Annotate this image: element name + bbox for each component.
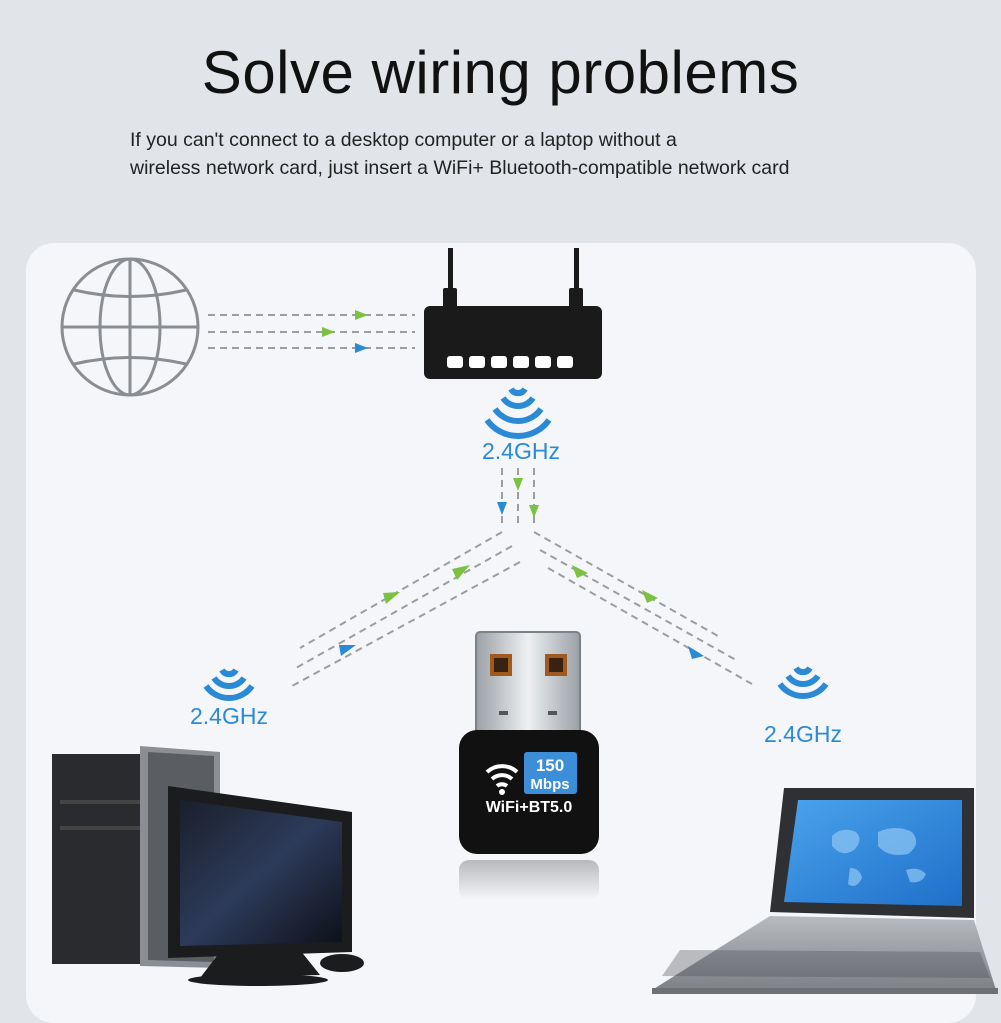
adapter-speed-value: 150	[536, 756, 564, 775]
page-subtitle: If you can't connect to a desktop comput…	[130, 126, 930, 182]
internet-link-lines	[208, 314, 415, 349]
left-band-label: 2.4GHz	[190, 703, 268, 729]
router-downlink-lines	[501, 468, 535, 528]
wifi-signal-icon	[203, 668, 255, 701]
router-icon	[424, 248, 602, 379]
desktop-computer-image	[52, 746, 364, 986]
arrow-down-icon	[497, 502, 507, 515]
arrow-right-icon	[355, 310, 368, 320]
arrow-right-icon	[355, 343, 368, 353]
subtitle-line-2: wireless network card, just insert a WiF…	[130, 157, 790, 179]
wifi-signal-icon	[777, 666, 829, 699]
laptop-image	[652, 788, 998, 994]
arrow-down-right-icon	[572, 565, 588, 578]
globe-icon	[60, 257, 200, 397]
arrow-down-left-icon	[383, 592, 400, 604]
arrow-right-icon	[322, 327, 335, 337]
page-title: Solve wiring problems	[201, 39, 800, 106]
arrow-down-icon	[513, 478, 523, 491]
wifi-signal-icon	[484, 387, 552, 439]
usb-adapter-image	[459, 631, 599, 900]
arrow-down-icon	[529, 505, 539, 518]
arrow-down-left-icon	[452, 565, 470, 580]
subtitle-line-1: If you can't connect to a desktop comput…	[130, 129, 677, 151]
arrow-down-right-icon	[642, 590, 658, 603]
network-diagram: 150 Mbps WiFi+BT5.0	[52, 248, 998, 994]
right-link-lines	[533, 531, 753, 685]
arrow-down-left-icon	[339, 645, 356, 656]
adapter-speed-unit: Mbps	[530, 776, 569, 793]
left-link-lines	[291, 531, 521, 687]
right-band-label: 2.4GHz	[764, 721, 842, 747]
adapter-model-label: WiFi+BT5.0	[486, 799, 573, 816]
router-band-label: 2.4GHz	[482, 438, 560, 464]
arrow-down-right-icon	[688, 646, 704, 659]
